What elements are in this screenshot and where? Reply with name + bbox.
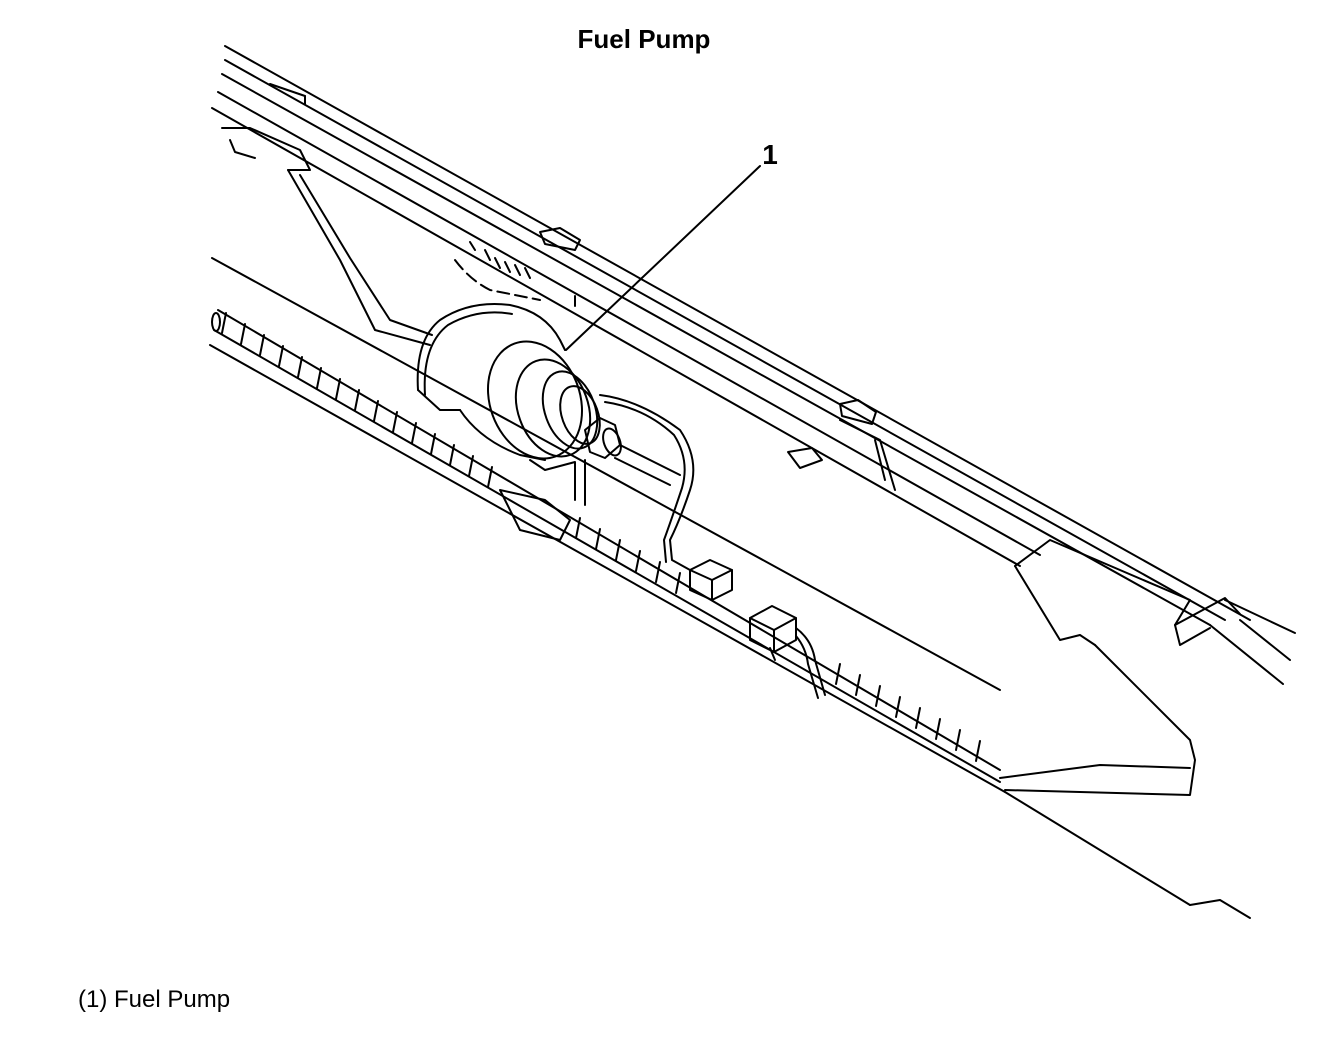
rear-bracket <box>1000 540 1240 795</box>
callout-number: 1 <box>762 139 778 170</box>
left-bracket <box>222 128 432 345</box>
rail-clips <box>540 228 895 490</box>
lower-ribbed-beam <box>210 258 1250 918</box>
figure-caption: (1) Fuel Pump <box>78 986 231 1013</box>
callout-leader <box>566 166 760 350</box>
fuel-pump <box>418 242 825 698</box>
figure-title: Fuel Pump <box>577 24 711 54</box>
upper-frame-rail <box>212 46 1295 684</box>
